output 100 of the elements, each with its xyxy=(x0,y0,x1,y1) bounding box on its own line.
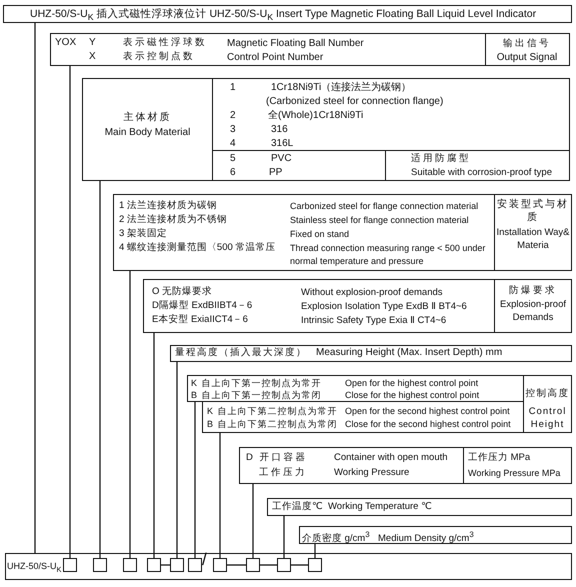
option-description: Control Point Number xyxy=(227,52,324,64)
option-description: 适用防腐型 xyxy=(411,153,471,165)
option-description: Open for the second highest control point xyxy=(345,405,510,417)
category-heading: Working Temperature ℃ xyxy=(328,501,432,513)
leader-line xyxy=(69,66,71,558)
option-description: Explosion Isolation Type ExdB Ⅱ BT4~6 xyxy=(301,301,467,313)
hyphen-line xyxy=(227,564,246,566)
model-code: YOX xyxy=(55,37,76,49)
leader-line xyxy=(99,181,101,558)
option-description: D 开口容器 xyxy=(246,452,308,464)
option-panel xyxy=(170,345,572,362)
leader-line xyxy=(129,271,131,558)
option-description: Fixed on stand xyxy=(290,228,350,240)
model-code-bar xyxy=(5,553,572,580)
option-description: 2 法兰连接材质为不锈钢 xyxy=(119,214,227,226)
code-letter: X xyxy=(89,51,96,63)
option-panel xyxy=(239,447,572,484)
option-description: 表示控制点数 xyxy=(123,51,195,63)
option-code: 4 xyxy=(230,138,236,150)
option-description: PP xyxy=(269,167,282,179)
option-description: 4 螺纹连接测量范围〈500 常温常压 xyxy=(119,242,276,254)
option-description: O 无防爆要求 xyxy=(152,286,212,298)
category-heading: 主体材质 xyxy=(122,111,172,124)
code-letter: Y xyxy=(89,37,96,49)
category-heading: Explosion-proof Demands xyxy=(498,298,567,324)
option-panel xyxy=(187,375,524,402)
category-heading: 输出信号 xyxy=(502,37,552,50)
code-entry-field xyxy=(170,558,184,572)
hyphen-line xyxy=(260,564,277,566)
option-description: Working Pressure xyxy=(334,467,410,479)
option-panel xyxy=(202,401,524,433)
option-description: B 自上向下第二控制点为常闭 xyxy=(207,418,338,430)
hyphen-line xyxy=(291,564,308,566)
option-description: B 自上向下第一控制点为常闭 xyxy=(191,389,322,401)
leader-line xyxy=(176,362,178,558)
option-description: Open for the highest control point xyxy=(345,377,478,389)
option-description: 工作压力 xyxy=(259,467,307,479)
category-heading: Control Height xyxy=(528,405,568,431)
leader-line xyxy=(153,333,155,558)
category-header-panel xyxy=(523,375,572,433)
option-description: 表示磁性浮球数 xyxy=(123,37,207,49)
option-description: PVC xyxy=(271,153,292,165)
option-panel xyxy=(143,279,572,333)
category-heading: Output Signal xyxy=(496,51,558,64)
option-description: K 自上向下第二控制点为常开 xyxy=(207,405,338,417)
option-description: D隔爆型 ExdBIIBT4－6 xyxy=(152,300,252,312)
option-description: K 自上向下第一控制点为常开 xyxy=(191,377,322,389)
hyphen-line xyxy=(161,564,170,566)
option-description: 316L xyxy=(271,138,294,150)
code-entry-field xyxy=(93,558,107,572)
option-description: Container with open mouth xyxy=(334,452,448,464)
option-description: Without explosion-proof demands xyxy=(301,287,443,299)
title-box xyxy=(3,5,572,23)
option-description: 3 架装固定 xyxy=(119,228,167,240)
option-panel xyxy=(82,78,570,181)
code-entry-field xyxy=(147,558,161,572)
code-entry-field xyxy=(123,558,137,572)
category-heading: 防爆要求 xyxy=(508,284,558,297)
category-heading: 控制高度 xyxy=(524,387,570,400)
option-code: 1 xyxy=(230,82,236,94)
option-panel xyxy=(50,33,570,66)
category-heading: Main Body Material xyxy=(104,126,192,139)
category-heading: Installation Way& Materia xyxy=(495,226,571,252)
leader-line xyxy=(194,402,196,558)
option-description: 全(Whole)1Cr18Ni9Ti xyxy=(268,110,364,122)
option-description: Suitable with corrosion-proof type xyxy=(411,167,552,179)
option-description: Close for the highest control point xyxy=(345,389,480,401)
code-entry-field xyxy=(213,558,227,572)
option-description: Stainless steel for flange connection material xyxy=(290,214,469,226)
option-code: 3 xyxy=(230,124,236,136)
option-description: 1Cr18Ni9Ti（连接法兰为碳钢） xyxy=(271,82,412,94)
category-heading: 安装型式与材质 xyxy=(496,198,570,224)
option-description: E本安型 ExiaIICT4－6 xyxy=(152,314,248,326)
option-description: Carbonized steel for flange connection material xyxy=(290,200,478,212)
code-entry-field xyxy=(277,558,291,572)
code-entry-field xyxy=(63,558,77,572)
code-entry-field xyxy=(188,558,202,572)
code-entry-field xyxy=(308,558,322,572)
model-code: UHZ-50/S-U$_{K}$ xyxy=(7,560,62,576)
option-description: Close for the second highest control point xyxy=(345,418,511,430)
option-description: Magnetic Floating Ball Number xyxy=(227,38,364,50)
option-description: 316 xyxy=(271,124,288,136)
category-heading: Medium Density g/cm$^{3}$ xyxy=(378,529,474,546)
category-heading: 介质密度 g/cm$^{3}$ xyxy=(302,529,370,546)
option-panel xyxy=(113,194,572,271)
option-code: 6 xyxy=(230,167,236,179)
code-entry-field xyxy=(246,558,260,572)
leader-line xyxy=(283,516,285,558)
leader-line xyxy=(314,544,316,558)
category-heading: 量程高度（插入最大深度） xyxy=(175,347,307,359)
option-description: 1 法兰连接材质为碳钢 xyxy=(119,200,217,212)
option-description: Intrinsic Safety Type Exia Ⅱ CT4~6 xyxy=(301,315,446,327)
option-panel xyxy=(267,498,572,516)
option-panel xyxy=(299,526,572,544)
option-description: Thread connection measuring range < 500 under normal temperature and pressure xyxy=(290,242,486,268)
option-code: 5 xyxy=(230,153,236,165)
option-description: (Carbonized steel for connection flange) xyxy=(266,96,444,108)
leader-line xyxy=(252,484,254,558)
category-heading: Working Pressure MPa xyxy=(468,467,560,479)
category-heading: 工作温度℃ xyxy=(272,501,323,513)
